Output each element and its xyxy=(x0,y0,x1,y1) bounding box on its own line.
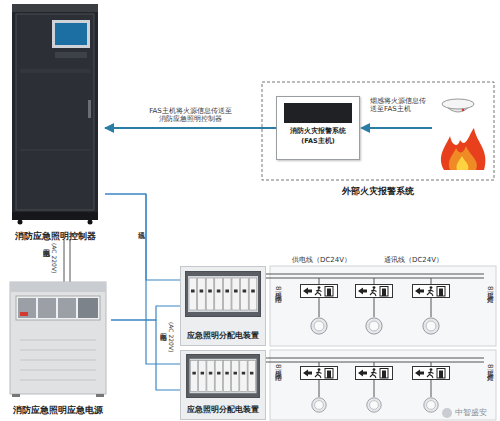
power-module xyxy=(18,298,36,318)
note-label: 供电线（DC24V） xyxy=(292,256,351,264)
cabinet-body xyxy=(12,4,98,218)
exit-sign xyxy=(356,285,393,298)
downlight xyxy=(367,398,381,412)
power-module xyxy=(58,298,76,318)
power-cabinet xyxy=(10,240,106,397)
exit-sign xyxy=(413,367,450,380)
flame-outer xyxy=(441,128,485,170)
signal-arrow xyxy=(105,127,276,129)
smoke-arrow-head xyxy=(360,123,370,133)
edge-label: FAS主机将火源信息传送至消防应急照明控制器 xyxy=(149,107,233,125)
watermark-icon xyxy=(442,408,452,418)
cabinet-wheel xyxy=(18,220,23,225)
node-title: 消防应急照明应急电源 xyxy=(13,406,103,418)
downlight xyxy=(311,318,327,334)
downlight xyxy=(312,398,326,412)
cabinet-foot xyxy=(12,394,20,397)
smoke-detector xyxy=(442,99,474,112)
cabinet-panel xyxy=(55,52,87,58)
note-label: 通讯线（DC24V） xyxy=(384,256,443,264)
cabinet-handle xyxy=(88,100,91,118)
controller-cabinet-node: 消防应急照明控制器 xyxy=(5,4,105,244)
dist-panel-bg xyxy=(180,266,266,346)
cabinet-lines xyxy=(20,70,90,150)
cabinet-door xyxy=(16,14,94,210)
module-mark xyxy=(20,312,28,316)
breaker-array xyxy=(185,271,261,317)
detector-base xyxy=(442,99,474,109)
exit-sign xyxy=(356,367,393,380)
cabinet-vents xyxy=(20,340,96,380)
fire-flame xyxy=(441,128,485,170)
node-subtitle: (FAS主机) xyxy=(301,137,334,147)
watermark: 中智盛安 xyxy=(455,408,487,418)
exit-sign xyxy=(301,285,338,298)
node-title: 外部火灾报警系统 xyxy=(342,186,414,198)
exit-sign xyxy=(413,285,450,298)
downlight xyxy=(366,318,382,334)
wire-label: 可接8个回路 xyxy=(274,286,282,290)
downlight xyxy=(423,318,439,334)
screen xyxy=(55,23,87,45)
node-title: 应急照明分配电装置 xyxy=(187,406,259,419)
wire-label: 可接8个回路 xyxy=(274,364,282,368)
dashed-group-border xyxy=(262,82,494,180)
mains-wire xyxy=(64,240,65,282)
breaker-array xyxy=(187,354,260,398)
screen-bezel xyxy=(52,20,90,48)
power-cabinet-node: 消防应急照明应急电源 xyxy=(5,280,111,418)
wire-label: (AC 220V) xyxy=(51,243,58,273)
cabinet-body xyxy=(10,282,106,394)
cabinet-wheel xyxy=(88,220,93,225)
node-title: 应急照明分配电装置 xyxy=(187,332,259,345)
power-module xyxy=(78,298,98,318)
cabinet-top xyxy=(12,4,98,12)
wire-connector xyxy=(111,320,180,390)
distribution-box: 应急照明分配电装置 xyxy=(180,266,266,346)
detector-led xyxy=(462,109,465,112)
cabinet-foot xyxy=(96,394,104,397)
wire-connector xyxy=(105,194,180,364)
wire-connector xyxy=(105,194,180,280)
cabinet-top xyxy=(10,282,106,292)
bus-wires xyxy=(266,274,484,278)
bus-wires xyxy=(266,358,484,362)
dist-panel-bg xyxy=(180,350,266,420)
exit-sign xyxy=(301,367,338,380)
wire-connector xyxy=(111,306,180,320)
wire-label: 可接8个灯具 xyxy=(486,286,494,290)
node-title: 消防应急照明控制器 xyxy=(15,232,96,244)
note-label: 烟感将火源信息传送至FAS主机 xyxy=(370,97,432,114)
flame-inner xyxy=(457,156,469,170)
cabinet-plinth xyxy=(12,212,98,220)
power-module xyxy=(38,298,56,318)
downlight xyxy=(424,398,438,412)
module-row xyxy=(16,296,100,320)
fas-host-box: 消防火灾报警系统(FAS主机) xyxy=(276,96,360,160)
wire-label: (AC 220V) xyxy=(168,322,175,352)
wire-label: 可接8个灯具 xyxy=(486,364,494,368)
node-title: 消防火灾报警系统 xyxy=(290,127,346,137)
lighting-group-frame xyxy=(270,350,496,420)
controller-cabinet xyxy=(12,4,98,225)
mains-wire xyxy=(70,240,71,282)
distribution-box: 应急照明分配电装置 xyxy=(180,350,266,420)
flame-middle xyxy=(449,146,477,170)
smoke-arrow-line xyxy=(368,127,432,129)
